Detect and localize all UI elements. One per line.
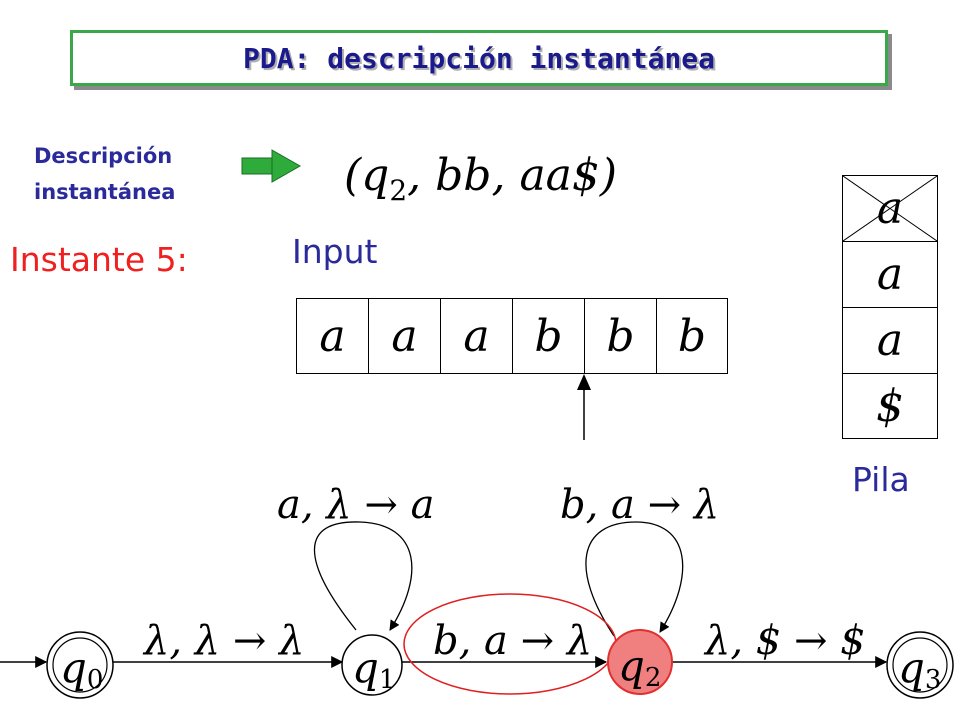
instant-label: Instante 5: [10,240,188,279]
state-label: q3 [898,643,941,695]
stack-symbol: $ [876,380,904,432]
tape-cell: b [677,310,707,362]
label-q2-loop: b, a → λ [560,482,719,528]
stack-symbol: a [876,183,904,234]
state-q0: q0 [46,631,114,699]
state-label: q1 [352,643,395,695]
tape-cell: a [369,299,441,373]
stack-symbol: a [876,249,904,300]
cross-out-icon [843,176,937,241]
stack: a a a $ [842,175,938,439]
tape-cell: a [441,299,513,373]
description-label: Descripción instantánea [34,138,234,210]
stack-label: Pila [852,460,910,499]
label-q1-q2: b, a → λ [433,618,592,664]
tape-head-arrow [577,374,591,440]
input-label: Input [292,232,378,271]
arrow-right-icon [241,149,302,183]
stack-cell: a [843,308,937,374]
tape-cell: b [585,299,657,373]
state-label: q0 [60,643,103,695]
state-label: q2 [618,641,661,693]
loop-q2 [585,521,684,637]
input-tape: a a a b b b [296,298,728,374]
label-q2-q3: λ, $ → $ [703,618,866,664]
description-label-line1: Descripción [34,144,173,168]
title-box: PDA: descripción instantánea [70,30,888,86]
tape-cell: a [297,299,369,373]
label-q1-loop: a, λ → a [277,482,434,528]
state-q3: q3 [886,631,954,699]
description-label-line2: instantánea [34,180,176,204]
state-q2: q2 [607,629,673,695]
loop-q1 [313,521,413,631]
stack-symbol: a [876,315,904,366]
label-q0-q1: λ, λ → λ [142,618,304,664]
stack-cell: $ [843,374,937,438]
description-formula: (q2, bb, aa$) [344,150,617,207]
stack-cell-top: a [843,176,937,242]
slide-title: PDA: descripción instantánea [242,41,715,75]
tape-cell: b [513,299,585,373]
state-q1: q1 [341,634,403,696]
stack-cell: a [843,242,937,308]
